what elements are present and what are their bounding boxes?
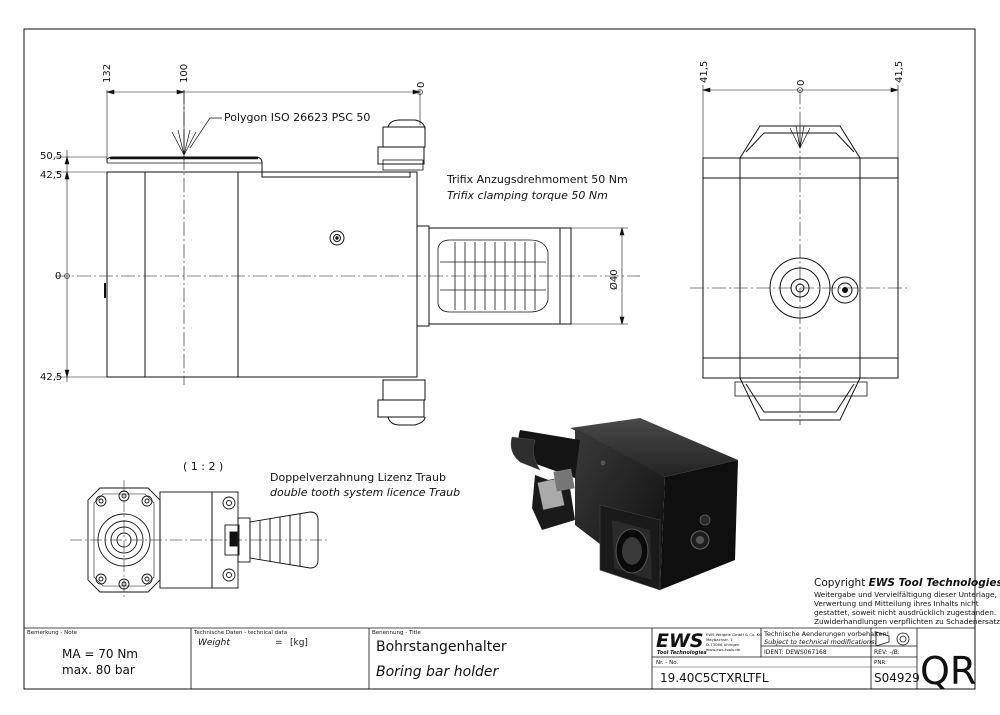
dim-41-5-right: 41,5 xyxy=(894,61,905,83)
copyright-brand: EWS Tool Technologies xyxy=(869,577,1000,589)
side-view-dimensions xyxy=(701,85,900,158)
title-de: Bohrstangenhalter xyxy=(376,639,507,655)
remark-label: Bemerkung - Note xyxy=(27,630,78,636)
scale-label: ( 1 : 2 ) xyxy=(183,460,223,473)
dim-100: 100 xyxy=(179,64,190,83)
title-block xyxy=(24,627,975,689)
company-line-4: www.ews-tools.de xyxy=(706,647,741,652)
front-view-dim-labels: 132 100 0 50,5 42,5 0 42,5 Ø40 xyxy=(40,64,620,383)
revision: REV: -/B: xyxy=(874,649,900,656)
note-pressure: max. 80 bar xyxy=(62,663,135,677)
company-line-2: Maybachstr. 1 xyxy=(706,637,733,642)
small-top-view xyxy=(70,480,330,600)
dim-41-5-left: 41,5 xyxy=(699,61,710,83)
qr-mark: QR xyxy=(920,649,976,693)
part-number: 19.40C5CTXRLTFL xyxy=(660,671,769,685)
svg-text:Copyright EWS Tool Technologie: Copyright EWS Tool Technologies xyxy=(814,577,1000,589)
title-en: Boring bar holder xyxy=(376,664,500,680)
dim-132: 132 xyxy=(102,64,113,83)
number-label: Nr. - No. xyxy=(656,660,678,666)
side-view xyxy=(690,90,910,425)
double-tooth-de: Doppelverzahnung Lizenz Traub xyxy=(270,471,446,484)
title-block-text: Bemerkung - Note MA = 70 Nm max. 80 bar … xyxy=(27,630,976,693)
copyright-block: Copyright EWS Tool Technologies Weiterga… xyxy=(814,577,1000,626)
weight-label: Weight xyxy=(198,638,230,648)
double-tooth-en: double tooth system licence Traub xyxy=(270,486,460,499)
copyright-prefix: Copyright xyxy=(814,577,869,589)
title-label: Benennung - Title xyxy=(372,630,421,636)
weight-unit: [kg] xyxy=(290,638,308,648)
dim-42-5-bottom: 42,5 xyxy=(40,372,62,383)
copyright-line-4: Zuwiderhandlungen verpflichten zu Schade… xyxy=(814,617,1000,626)
dim-42-5-top: 42,5 xyxy=(40,170,62,181)
dim-0-top: 0 xyxy=(416,82,427,88)
company-line-1: EWS Weigele GmbH & Co. KG xyxy=(706,632,762,637)
tech-data-label: Technische Daten - technical data xyxy=(193,630,287,636)
ews-logo-sub: Tool Technologies xyxy=(657,650,707,656)
weight-equals: = xyxy=(275,638,283,648)
change-note-en: Subject to technical modifications! xyxy=(764,638,877,646)
front-view xyxy=(55,90,640,426)
trifix-torque-de: Trifix Anzugsdrehmoment 50 Nm xyxy=(446,173,628,186)
product-3d-render xyxy=(510,418,738,591)
change-note-de: Technische Aenderungen vorbehalten! xyxy=(763,630,889,638)
dim-0-side: 0 xyxy=(796,80,807,86)
pnr-label: PNR: xyxy=(874,660,887,666)
pnr-number: S04929 xyxy=(874,671,920,685)
dim-50-5: 50,5 xyxy=(40,151,62,162)
copyright-line-1: Weitergabe und Vervielfältigung dieser U… xyxy=(814,590,997,599)
copyright-line-3: gestattet, soweit nicht ausdrücklich zug… xyxy=(814,608,996,617)
ident-number: IDENT: DEWS067168 xyxy=(764,649,827,656)
ews-logo: EWS xyxy=(656,630,704,652)
company-line-3: D-73066 Uhingen xyxy=(706,642,740,647)
sheet-border xyxy=(23,28,976,690)
trifix-torque-en: Trifix clamping torque 50 Nm xyxy=(447,189,608,202)
dim-0-left: 0 xyxy=(55,271,61,282)
note-ma: MA = 70 Nm xyxy=(62,647,138,661)
polygon-label: Polygon ISO 26623 PSC 50 xyxy=(224,111,370,124)
copyright-line-2: Verwertung und Mitteilung ihres Inhalts … xyxy=(814,599,979,608)
front-view-dimensions xyxy=(55,89,628,382)
dim-diameter-40: Ø40 xyxy=(608,269,620,290)
